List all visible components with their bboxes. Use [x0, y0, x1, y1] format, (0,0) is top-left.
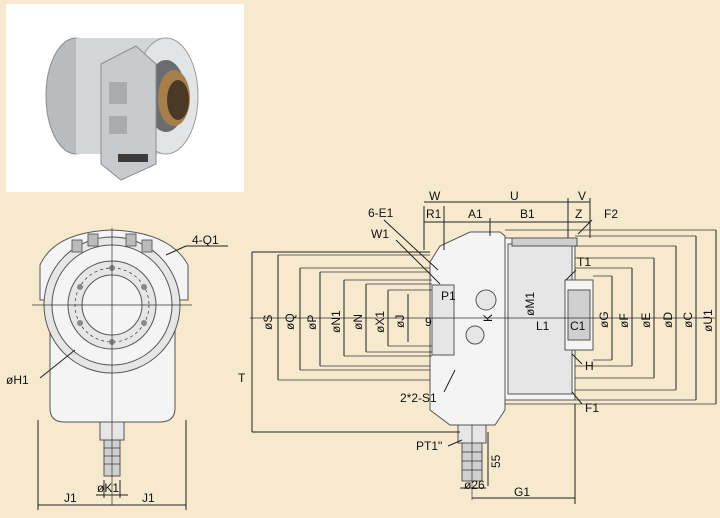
label-G: øG [597, 311, 611, 328]
label-F2: F2 [604, 207, 618, 221]
label-W1: W1 [371, 227, 389, 241]
label-P: øP [305, 315, 319, 330]
label-K1: øK1 [97, 481, 119, 495]
label-Z: Z [575, 207, 582, 221]
label-26: ø26 [464, 478, 485, 492]
product-photo-frame [6, 4, 244, 192]
label-J1-right: J1 [142, 491, 155, 505]
label-F: øF [617, 313, 631, 328]
label-V: V [578, 189, 586, 203]
front-view [32, 228, 228, 510]
label-55: 55 [489, 454, 503, 468]
label-Q: øQ [283, 313, 297, 330]
label-P1: P1 [441, 289, 456, 303]
label-E1: 6-E1 [368, 206, 394, 220]
label-Q1: 4-Q1 [192, 233, 219, 247]
label-B1: B1 [520, 207, 535, 221]
label-H1: øH1 [6, 373, 29, 387]
label-J1-left: J1 [64, 491, 77, 505]
label-T1: T1 [577, 255, 591, 269]
rotary-cylinder-photo-icon [45, 37, 199, 181]
label-U1: øU1 [701, 309, 715, 332]
label-S1: 2*2-S1 [400, 391, 437, 405]
label-N1: øN1 [329, 310, 343, 333]
side-view [250, 198, 717, 504]
label-PT1: PT1" [416, 439, 442, 453]
label-E: øE [639, 313, 653, 328]
label-T: T [238, 371, 246, 385]
label-W: W [429, 189, 441, 203]
label-M1: øM1 [523, 292, 537, 316]
label-D: øD [661, 312, 675, 328]
label-G1: G1 [514, 485, 530, 499]
label-H: H [585, 359, 594, 373]
label-U: U [510, 189, 519, 203]
label-C1: C1 [570, 319, 586, 333]
label-R1: R1 [426, 207, 442, 221]
label-A1: A1 [468, 207, 483, 221]
label-nine: 9 [425, 315, 432, 329]
label-S: øS [261, 315, 275, 330]
label-K: K [481, 314, 495, 322]
label-J: øJ [393, 315, 407, 328]
label-X1: øX1 [373, 311, 387, 333]
label-C: øC [681, 312, 695, 328]
label-L1: L1 [536, 319, 550, 333]
label-N: øN [351, 314, 365, 330]
label-F1: F1 [585, 401, 599, 415]
